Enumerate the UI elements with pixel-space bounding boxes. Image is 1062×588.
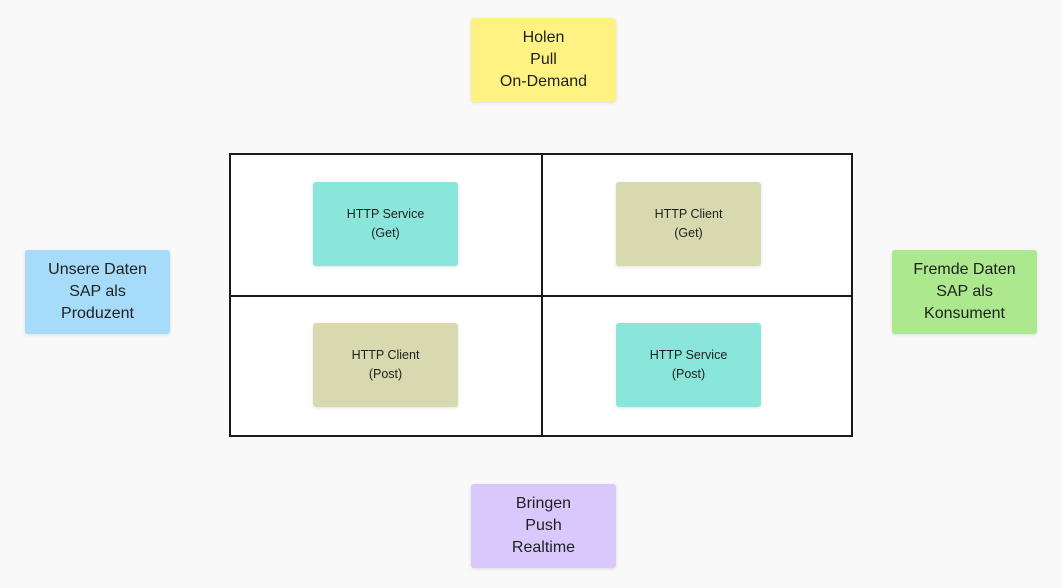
note-line: Konsument [924,305,1005,322]
sticky-note-push[interactable]: Bringen Push Realtime [471,484,616,568]
note-line: HTTP Client [654,207,723,221]
note-line: Unsere Daten [48,261,147,278]
sticky-note-http-service-get[interactable]: HTTP Service (Get) [313,182,458,266]
note-line: Bringen [515,495,572,512]
note-line: Pull [530,51,557,68]
note-line: Realtime [511,539,576,556]
sticky-note-http-client-post[interactable]: HTTP Client (Post) [313,323,458,407]
note-line: (Post) [671,367,706,381]
note-line: (Post) [368,367,403,381]
note-line: SAP als [69,283,126,300]
note-line: Push [525,517,562,534]
sticky-note-pull[interactable]: Holen Pull On-Demand [471,18,616,102]
note-line: HTTP Service [649,348,728,362]
note-line: Fremde Daten [913,261,1016,278]
note-line: (Get) [674,226,703,240]
note-line: Holen [522,29,565,46]
sticky-note-consumer[interactable]: Fremde Daten SAP als Konsument [892,250,1037,334]
sticky-note-producer[interactable]: Unsere Daten SAP als Produzent [25,250,170,334]
note-line: (Get) [371,226,400,240]
note-line: On-Demand [499,73,588,90]
note-line: HTTP Client [351,348,420,362]
note-line: HTTP Service [346,207,425,221]
matrix-horizontal-divider [231,295,851,297]
note-line: Produzent [61,305,134,322]
note-line: SAP als [936,283,993,300]
sticky-note-http-service-post[interactable]: HTTP Service (Post) [616,323,761,407]
sticky-note-http-client-get[interactable]: HTTP Client (Get) [616,182,761,266]
